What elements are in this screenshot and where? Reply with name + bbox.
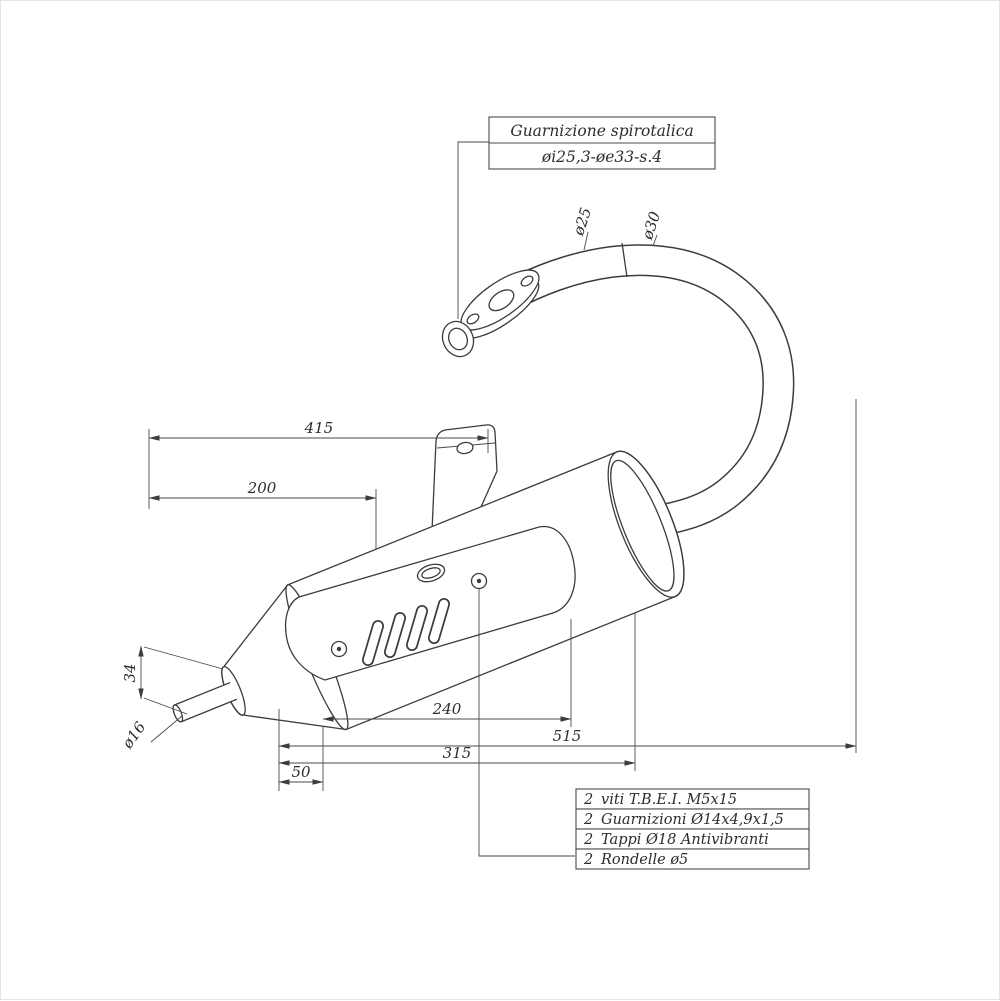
leader-lines: [150, 141, 658, 857]
heat-shield: [284, 525, 576, 681]
flange-bore: [488, 289, 515, 312]
shield-screw-left: [330, 640, 348, 658]
parts-row-1-qty: 2: [583, 792, 593, 808]
gasket-ring: [441, 320, 475, 358]
parts-row-3-desc: Tappi Ø18 Antivibranti: [601, 832, 769, 848]
d25-leader: [583, 231, 589, 251]
dimension-labels: 415 200 34 ø16 240 515 315 50 ø25 ø30: [118, 205, 664, 781]
parts-row-4: [575, 848, 810, 870]
shield-slots: [362, 598, 450, 666]
pipe-weld-seam: [621, 242, 628, 278]
exhaust-header-pipe: [498, 242, 795, 539]
brand-badge-icon: [416, 563, 446, 583]
dim-50-label: 50: [291, 763, 311, 781]
parts-table-leader: [478, 589, 575, 857]
parts-row-4-qty: 2: [583, 852, 593, 868]
parts-row-4-desc: Rondelle ø5: [600, 852, 688, 868]
callout-line2: øi25,3-øe33-s.4: [541, 148, 662, 166]
dim-415-label: 415: [304, 419, 334, 437]
parts-row-2-qty: 2: [583, 812, 593, 828]
flange-slot-right: [520, 275, 534, 287]
dim-o30-label: ø30: [638, 209, 664, 243]
end-cap-rim: [610, 459, 675, 592]
callout-line1: Guarnizione spirotalica: [510, 122, 693, 140]
outlet-diameter-leader: [150, 715, 183, 743]
exhaust-flange: [460, 269, 540, 339]
dim-240-label: 240: [432, 700, 462, 718]
dim-o16-label: ø16: [118, 718, 150, 753]
dim-515-label: 515: [553, 727, 582, 745]
dim-200-label: 200: [247, 479, 277, 497]
flange-slot-left: [466, 313, 480, 325]
dim-o25-label: ø25: [569, 205, 595, 238]
dimension-lines: [138, 435, 857, 785]
parts-row-1-desc: viti T.B.E.I. M5x15: [601, 792, 737, 808]
d30-leader: [652, 234, 658, 247]
bracket-hole: [456, 441, 474, 455]
parts-row-3-qty: 2: [583, 832, 593, 848]
parts-table: 2 viti T.B.E.I. M5x15 2 Guarnizioni Ø14x…: [575, 788, 810, 870]
shield-screw-right: [470, 572, 488, 590]
dim-315-label: 315: [443, 744, 472, 762]
parts-row-2-desc: Guarnizioni Ø14x4,9x1,5: [601, 812, 784, 828]
callout-box: Guarnizione spirotalica øi25,3-øe33-s.4: [488, 116, 716, 170]
end-cap: [607, 450, 685, 598]
gasket-leader: [457, 141, 489, 319]
dim-34-label: 34: [121, 663, 139, 682]
